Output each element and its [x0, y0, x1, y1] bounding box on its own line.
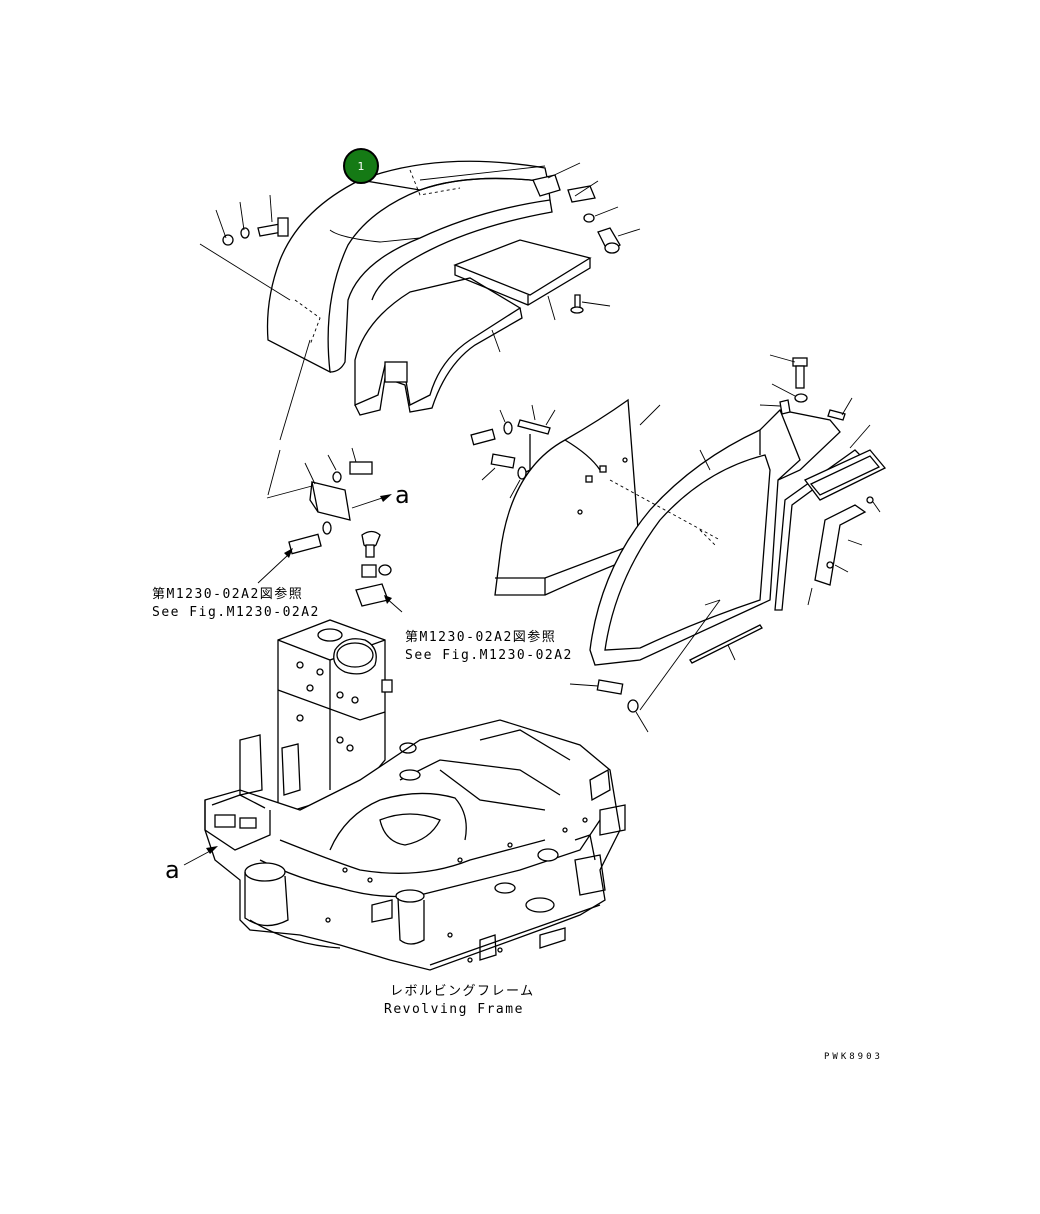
- fender-cover-part: [266, 160, 553, 374]
- callout-number: 1: [358, 160, 365, 173]
- lower-arrow-group: [183, 846, 218, 866]
- ref-right-jp: 第M1230-02A2図参照: [405, 629, 556, 645]
- left-bolt-set: [199, 194, 311, 441]
- inner-bracket-part: [354, 277, 523, 416]
- side-cover-part: [589, 409, 841, 666]
- arrow-label-upper: a: [395, 481, 410, 509]
- seal-parts: [774, 397, 887, 611]
- frame-label-jp: レボルビングフレーム: [390, 984, 535, 999]
- side-panel-part: [470, 398, 661, 596]
- ref-left-en: See Fig.M1230-02A2: [152, 605, 320, 620]
- ref-left-jp: 第M1230-02A2図参照: [152, 586, 303, 602]
- callout-1[interactable]: 1: [343, 148, 379, 184]
- mid-bracket-part: [257, 447, 403, 613]
- right-bolt-set: [569, 354, 808, 733]
- revolving-frame-part: [204, 719, 626, 971]
- frame-label-en: Revolving Frame: [384, 1002, 524, 1017]
- arrow-label-lower: a: [165, 856, 180, 884]
- ref-right-en: See Fig.M1230-02A2: [405, 648, 573, 663]
- drawing-code: PWK8903: [824, 1052, 883, 1062]
- top-plate-part: [453, 239, 592, 306]
- top-hardware: [419, 162, 641, 353]
